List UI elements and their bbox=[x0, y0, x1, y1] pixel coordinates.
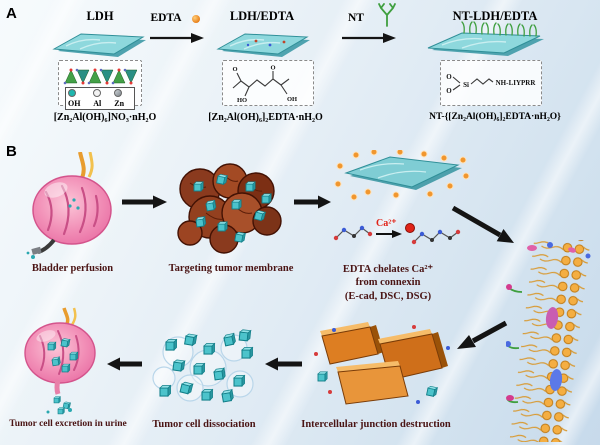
bladder-body bbox=[32, 175, 112, 245]
step1-formula: [Zn₂Al(OH)₆]NO₃·nH₂O bbox=[53, 112, 157, 123]
caption-excretion: Tumor cell excretion in urine bbox=[9, 419, 127, 429]
step2-formula: [Zn₂Al(OH)₆]₂EDTA·nH₂O bbox=[208, 112, 323, 123]
silane-o1-label: O bbox=[446, 73, 452, 81]
edta-o-top-label: O bbox=[232, 66, 237, 73]
caption-chelation-line1: EDTA chelates Ca²⁺ bbox=[342, 264, 434, 275]
arrow-ldhedta-to-ntldhedta bbox=[342, 33, 396, 43]
arrow-junction-to-dissociation bbox=[265, 357, 302, 371]
ldh-edta-nanosheet-illustration bbox=[216, 33, 310, 57]
edta-oh-label: OH bbox=[287, 96, 297, 103]
arrow1-label: EDTA bbox=[150, 12, 182, 24]
legend-oh-label: OH bbox=[68, 99, 81, 108]
silane-si-label: Si bbox=[463, 81, 469, 89]
excreted-cells-stream bbox=[53, 396, 71, 415]
calcium-label: Ca²⁺ bbox=[376, 218, 397, 229]
caption-dissociation: Tumor cell dissociation bbox=[152, 419, 256, 430]
caption-targeting: Targeting tumor membrane bbox=[168, 263, 294, 274]
arrow-ldh-to-ldhedta bbox=[150, 33, 204, 43]
edta-ball-icon bbox=[192, 15, 200, 23]
bladder-folds bbox=[39, 330, 80, 375]
nt-structure-inset: O O Si NH- LIYPRR bbox=[440, 60, 542, 106]
bladder-perfusion-illustration bbox=[26, 152, 112, 259]
silane-nh-label: NH- bbox=[496, 79, 510, 87]
instilled-particles bbox=[68, 198, 80, 210]
arrow2-label: NT bbox=[348, 12, 364, 24]
ldh-nanosheet-illustration bbox=[52, 33, 146, 57]
dissociation-illustration bbox=[152, 328, 254, 403]
urethra bbox=[54, 379, 61, 395]
step3-formula: NT-{[Zn₂Al(OH)₆]₂EDTA·nH₂O} bbox=[429, 112, 561, 122]
step3-title: NT-LDH/EDTA bbox=[452, 9, 538, 23]
silane-peptide-icon: O O Si NH- LIYPRR bbox=[446, 73, 537, 95]
catheter-tubes-icon bbox=[78, 152, 94, 179]
arrow-bladder-to-tumor bbox=[122, 195, 167, 209]
arrow-tumor-to-chelation bbox=[294, 195, 331, 209]
broken-junction-planks bbox=[320, 322, 448, 405]
clamp-icon bbox=[31, 246, 42, 255]
panel-b-label: B bbox=[6, 143, 17, 160]
calcium-ions bbox=[334, 150, 470, 201]
urine-drops bbox=[46, 408, 72, 414]
peptide-sequence-label: LIYPRR bbox=[509, 79, 537, 87]
chelation-molecule: Ca²⁺ bbox=[333, 218, 461, 245]
silane-o2-label: O bbox=[446, 87, 452, 95]
cell-membrane-illustration bbox=[506, 240, 591, 442]
nt-peptide-icon bbox=[378, 3, 396, 27]
edta-molecule-icon: O O HO OH bbox=[232, 65, 297, 105]
lipid-bilayer bbox=[509, 240, 591, 442]
legend-zn-label: Zn bbox=[114, 99, 125, 108]
drip-drops bbox=[26, 251, 35, 259]
step1-title: LDH bbox=[86, 9, 114, 23]
zn-dot-icon bbox=[114, 89, 123, 97]
floating-proteins bbox=[527, 242, 591, 259]
tumor-lobes bbox=[177, 163, 282, 254]
nt-ldh-edta-nanosheet-illustration bbox=[427, 21, 544, 56]
membrane-receptors bbox=[506, 284, 563, 404]
crystal-legend: OH Al Zn bbox=[65, 87, 135, 110]
arrow-chelation-to-membrane bbox=[451, 205, 514, 243]
al-dot-icon bbox=[93, 89, 102, 97]
ldh-crystal-icon bbox=[63, 68, 137, 85]
calcium-atom-icon bbox=[405, 223, 415, 233]
ldh-structure-inset: OH Al Zn bbox=[58, 60, 142, 110]
legend-al-label: Al bbox=[93, 99, 102, 108]
caption-chelation-line2: from connexin bbox=[355, 277, 421, 288]
panel-a-label: A bbox=[6, 5, 17, 22]
excretion-illustration bbox=[24, 307, 96, 415]
arrow-membrane-to-junction bbox=[457, 320, 508, 349]
nt-grass-icon bbox=[461, 21, 537, 37]
step2-title: LDH/EDTA bbox=[229, 9, 295, 23]
edta-structure-inset: O O HO OH bbox=[222, 60, 314, 106]
edta-ho-label: HO bbox=[237, 97, 247, 104]
caption-bladder-perfusion: Bladder perfusion bbox=[31, 263, 114, 274]
edta-o-mid-label: O bbox=[270, 65, 275, 72]
edta-chelation-illustration: Ca²⁺ bbox=[333, 150, 470, 245]
caption-chelation-line3: (E-cad, DSC, DSG) bbox=[344, 291, 432, 302]
arrow-dissociation-to-excretion bbox=[107, 357, 142, 371]
tumor-cluster-illustration bbox=[177, 163, 282, 254]
released-fragments bbox=[314, 325, 450, 404]
caption-junction: Intercellular junction destruction bbox=[301, 419, 451, 430]
bladder-folds bbox=[44, 184, 99, 236]
junction-destruction-illustration bbox=[314, 322, 450, 405]
oh-dot-icon bbox=[68, 89, 76, 97]
